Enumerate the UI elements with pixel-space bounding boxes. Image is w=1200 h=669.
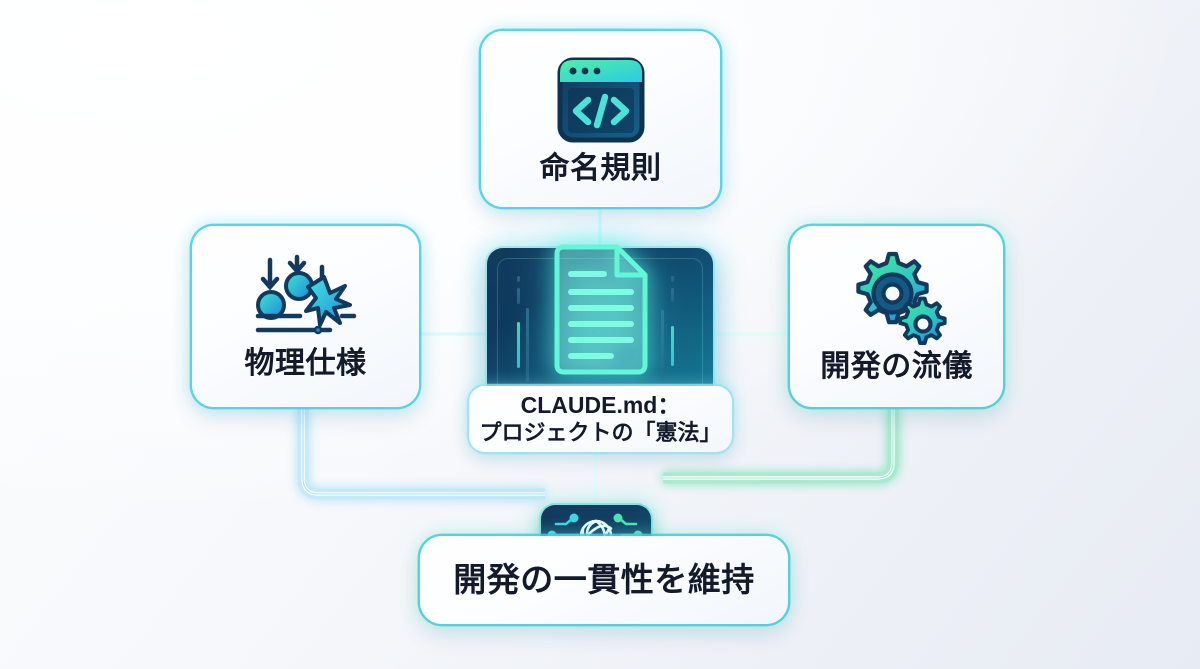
- node-label-dev-style: 開発の流儀: [820, 350, 973, 383]
- physics-impact-icon: [255, 254, 356, 335]
- node-label-consistency: 開発の一貫性を維持: [453, 560, 755, 598]
- node-card-physics-spec[interactable]: 物理仕様: [192, 226, 419, 407]
- core-ticks-left: [513, 276, 535, 386]
- core-ticks-right: [661, 276, 687, 386]
- core-caption-line1: CLAUDE.md：: [520, 392, 681, 419]
- core-caption: CLAUDE.md： プロジェクトの「憲法」: [469, 386, 732, 452]
- node-card-consistency[interactable]: 開発の一貫性を維持: [420, 536, 788, 624]
- node-card-dev-style[interactable]: 開発の流儀: [790, 226, 1003, 407]
- node-label-physics-spec: 物理仕様: [244, 347, 367, 380]
- core-caption-line2: プロジェクトの「憲法」: [479, 419, 722, 445]
- code-window-icon: [557, 57, 644, 142]
- gears-icon: [855, 251, 947, 346]
- node-label-naming-rules: 命名規則: [539, 151, 662, 185]
- node-card-naming-rules[interactable]: 命名規則: [481, 31, 720, 207]
- document-icon: [554, 244, 648, 375]
